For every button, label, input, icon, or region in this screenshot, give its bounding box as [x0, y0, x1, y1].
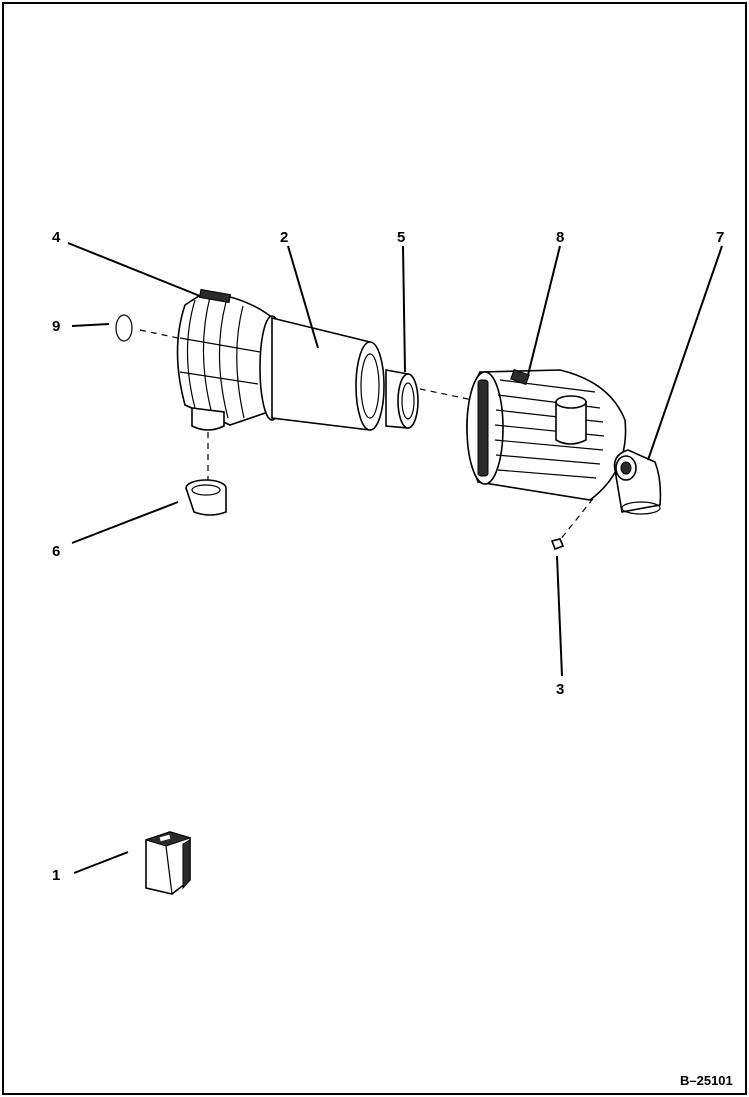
leader-line-2: [287, 245, 319, 349]
callout-3: 3: [556, 681, 564, 698]
callout-2: 2: [280, 229, 288, 246]
filter-element-part: [271, 316, 385, 431]
leader-line-3: [556, 555, 563, 677]
safety-element-part: [385, 369, 419, 429]
precleaner-part: [466, 368, 627, 501]
callout-8: 8: [556, 229, 564, 246]
housing-part: [176, 288, 285, 431]
leader-line-7: [647, 245, 723, 461]
kit-box-part: [144, 831, 192, 895]
callout-9: 9: [52, 318, 60, 335]
callout-6: 6: [52, 543, 60, 560]
leader-line-6: [71, 501, 179, 544]
leader-line-1: [73, 851, 129, 874]
callout-7: 7: [716, 229, 724, 246]
callout-1: 1: [52, 867, 60, 884]
elbow-part: [613, 449, 662, 515]
dust-cap-part: [185, 479, 227, 516]
leader-line-5: [402, 245, 406, 373]
fitting-part: [550, 538, 565, 551]
figure-number: B–25101: [680, 1073, 733, 1088]
callout-5: 5: [397, 229, 405, 246]
leader-line-9: [71, 323, 110, 327]
leader-line-4: [67, 242, 201, 297]
leader-line-8: [527, 245, 561, 376]
o-ring-part: [115, 314, 133, 342]
callout-4: 4: [52, 229, 61, 246]
assembly-axis-line: [139, 329, 521, 411]
